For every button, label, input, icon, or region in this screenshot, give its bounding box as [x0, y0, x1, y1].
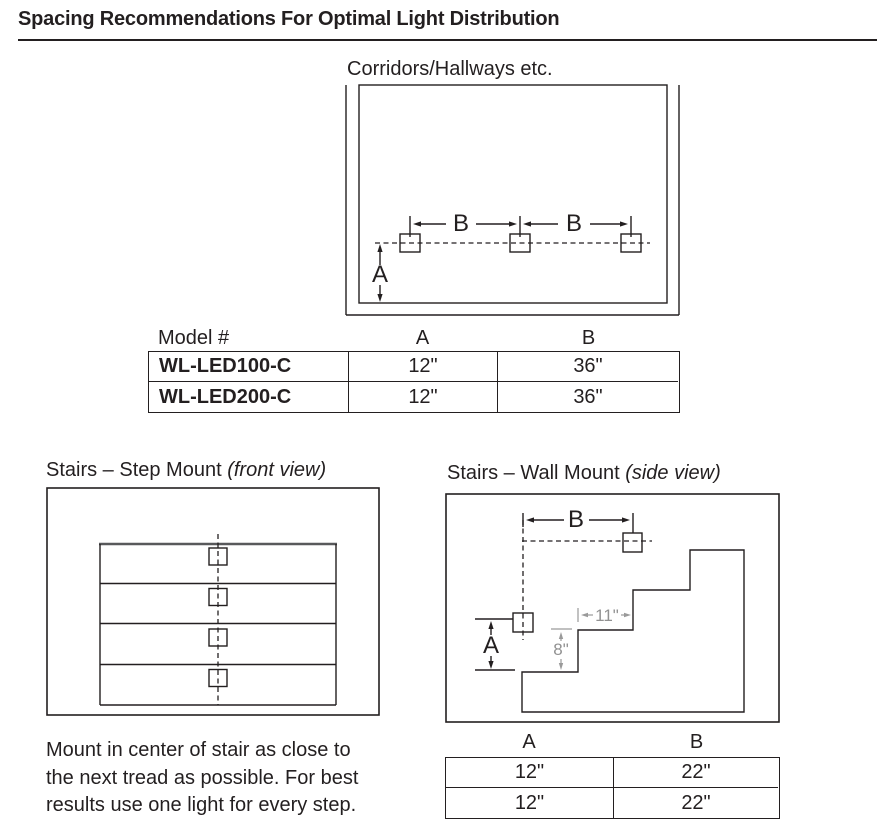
dimension-a-label: A — [483, 632, 499, 659]
wall-mount-table: 12" 22" 12" 22" — [445, 757, 780, 819]
wall-mount-diagram: B A 11" — [445, 493, 780, 723]
light-fixture — [512, 612, 534, 633]
table-cell-a: 12" — [446, 788, 614, 818]
table-cell-model: WL-LED200-C — [149, 382, 349, 412]
corridor-inner-wall — [358, 84, 668, 304]
light-fixture — [208, 668, 228, 688]
step-mount-section-title: Stairs – Step Mount (front view) — [46, 459, 326, 482]
dimension-b1-label: B — [453, 210, 469, 237]
dimension-b2: B — [523, 210, 628, 237]
dimension-b1: B — [413, 210, 517, 237]
dimension-tread-11: 11" — [577, 606, 631, 625]
page-title: Spacing Recommendations For Optimal Ligh… — [18, 8, 560, 30]
light-fixture — [208, 628, 228, 647]
light-fixtures — [208, 547, 228, 688]
corridor-col-model: Model # — [158, 327, 230, 349]
wall-mount-table-header: A B — [445, 730, 780, 754]
corridor-diagram: B B A — [345, 84, 680, 316]
corridor-col-b: B — [581, 327, 596, 349]
note-line: the next tread as possible. For best — [46, 766, 359, 789]
dimension-riser-8: 8" — [551, 628, 572, 670]
table-cell-b: 36" — [573, 385, 603, 408]
wall-mount-title-text: Stairs – Wall Mount — [447, 462, 626, 484]
table-cell-model: WL-LED100-C — [149, 352, 349, 382]
wall-mount-section-title: Stairs – Wall Mount (side view) — [447, 462, 721, 485]
table-cell-b: 36" — [498, 352, 678, 382]
step-mount-title-view: (front view) — [227, 459, 327, 481]
wall-mount-title-view: (side view) — [625, 462, 721, 484]
corridor-section-title: Corridors/Hallways etc. — [347, 58, 553, 80]
dimension-a: A — [372, 244, 388, 302]
table-cell-a: 12" — [446, 758, 614, 788]
corridor-table-header: Model # A B — [148, 326, 680, 350]
corridor-col-a: A — [415, 327, 430, 349]
table-cell-a: 12" — [349, 352, 498, 382]
light-fixture — [208, 547, 228, 566]
table-cell-a: 12" — [349, 382, 498, 412]
table-cell-b: 22" — [614, 758, 778, 788]
light-fixture — [622, 532, 643, 553]
title-underline — [18, 39, 877, 41]
step-mount-title-text: Stairs – Step Mount — [46, 459, 228, 481]
dimension-riser-label: 8" — [553, 640, 569, 659]
wall-col-a: A — [522, 731, 536, 753]
stair-profile-side — [521, 549, 745, 713]
step-mount-diagram — [46, 487, 380, 716]
dimension-b-label: B — [568, 506, 584, 533]
dimension-ticks — [409, 216, 632, 237]
note-line: results use one light for every step. — [46, 794, 357, 816]
dimension-tread-label: 11" — [595, 606, 619, 625]
corridor-table: WL-LED100-C 12" 36" WL-LED200-C 12" 36" — [148, 351, 680, 413]
note-line: Mount in center of stair as close to — [46, 739, 351, 761]
light-fixture — [208, 587, 228, 607]
step-mount-note: Mount in center of stair as close to the… — [46, 737, 396, 820]
dimension-a-label: A — [372, 261, 388, 288]
wall-col-b: B — [689, 731, 704, 753]
dimension-b: B — [522, 506, 634, 533]
diagram-frame — [46, 487, 380, 716]
table-cell-b: 22" — [681, 791, 711, 814]
dimension-a: A — [475, 618, 515, 671]
diagram-frame — [445, 493, 780, 723]
dimension-b2-label: B — [566, 210, 582, 237]
corridor-outer-wall — [345, 85, 680, 316]
